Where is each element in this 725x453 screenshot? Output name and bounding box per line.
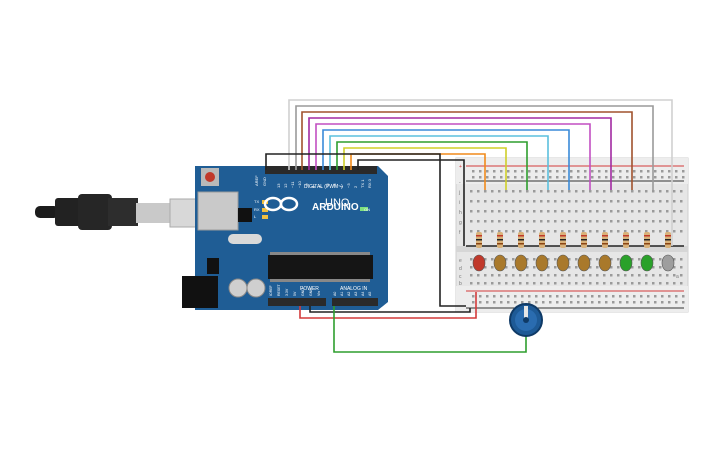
pin-label: 12 (283, 183, 288, 188)
pin-label: A5 (368, 292, 372, 296)
board-logo-text: ARDUINO (312, 202, 359, 213)
digital-label: DIGITAL (PWM~) (304, 184, 343, 190)
pin-label: 5V (293, 291, 297, 296)
power-header (268, 298, 326, 306)
wire-brown (301, 111, 633, 190)
pin-label: 7 (318, 185, 323, 188)
tx-label: TX (254, 199, 259, 204)
pin-label: A3 (354, 292, 358, 296)
digital-pin-labels: 13 12 ~11 ~10 ~9 8 7 ~6 ~5 4 ~3 2 TX 1 R… (276, 178, 372, 188)
pin-label: ~3 (346, 183, 351, 188)
analog-label: ANALOG IN (340, 286, 368, 292)
row-letter: h (459, 210, 462, 216)
row-letter: i (459, 200, 460, 206)
row-letter: a (676, 274, 679, 280)
usb-cable[interactable] (35, 194, 201, 230)
resistor-row (476, 232, 671, 248)
signal-wires[interactable] (265, 99, 673, 307)
pin-label: ~5 (332, 183, 337, 188)
pin-label: 13 (276, 183, 281, 188)
pin-label: GND (309, 288, 313, 296)
row-letter: d (459, 266, 462, 272)
pin-label: ~11 (290, 181, 295, 188)
atmega-chip (268, 255, 373, 279)
breadboard-holes (470, 170, 685, 304)
wire-cyan (329, 135, 549, 190)
row-letter: j (458, 190, 460, 196)
row-letter: e (459, 258, 462, 264)
wire-gray (295, 105, 654, 190)
usb-port (197, 191, 239, 231)
pin-label: IOREF (269, 285, 273, 296)
pin-label: 3.3V (285, 288, 289, 296)
pin-label: ~6 (325, 183, 330, 188)
led[interactable] (472, 254, 486, 272)
pin-label: A4 (361, 292, 365, 296)
led[interactable] (556, 254, 570, 272)
wire-blue (322, 129, 570, 190)
wire-purple (308, 117, 612, 190)
breadboard-row-letters: j i h g f e d c b a + - (458, 164, 679, 287)
rail-plus: + (459, 164, 462, 170)
wire-5v (299, 292, 477, 319)
pin-label: A2 (347, 292, 351, 296)
wire-yellow (343, 147, 507, 190)
led[interactable] (577, 254, 591, 272)
wire-green (336, 141, 528, 190)
led[interactable] (619, 254, 633, 272)
wire-gnd (265, 153, 466, 307)
led[interactable] (661, 254, 675, 272)
power-jack (182, 276, 218, 308)
led[interactable] (640, 254, 654, 272)
row-letter: c (459, 274, 462, 280)
wire-a0 (333, 306, 527, 353)
rx-label: RX (254, 207, 260, 212)
potentiometer[interactable] (509, 303, 543, 337)
rail-minus: - (459, 180, 461, 186)
pin-label: 4 (339, 185, 344, 188)
board-model-text: UNO (325, 197, 350, 209)
led[interactable] (493, 254, 507, 272)
analog-pin-labels: A0 A1 A2 A3 A4 A5 (333, 292, 372, 296)
pin-label: A1 (340, 292, 344, 296)
wire-white (288, 99, 673, 246)
digital-header (265, 166, 377, 174)
wire-magenta (315, 123, 591, 190)
l-label: L (254, 214, 257, 219)
aref-label: AREF (254, 175, 259, 186)
pin-label: 2 (353, 185, 358, 188)
led[interactable] (598, 254, 612, 272)
pin-label: RX 0 (367, 178, 372, 188)
on-label: ON (364, 207, 370, 212)
analog-header (332, 298, 378, 306)
pin-label: GND (301, 288, 305, 296)
led-row (472, 254, 675, 272)
row-letter: b (459, 281, 462, 287)
gnd-label: GND (262, 177, 267, 186)
pin-label: ~9 (304, 183, 309, 188)
pin-label: TX 1 (360, 179, 365, 188)
led[interactable] (514, 254, 528, 272)
power-label: POWER (300, 286, 319, 292)
reset-button[interactable] (205, 172, 215, 182)
arduino-infinity-logo (263, 196, 299, 212)
pin-label: Vin (317, 291, 321, 296)
arduino-board[interactable] (182, 166, 388, 310)
pin-label: RESET (277, 283, 281, 296)
pin-label: A0 (333, 292, 337, 296)
pin-label: ~10 (297, 180, 302, 188)
wire-gnd2 (309, 306, 471, 313)
pin-label: 8 (311, 185, 316, 188)
led[interactable] (535, 254, 549, 272)
power-pin-labels: IOREF RESET 3.3V 5V GND GND Vin (269, 283, 321, 296)
row-letter: g (459, 220, 462, 226)
wire-black (357, 159, 465, 246)
row-letter: f (459, 230, 461, 236)
